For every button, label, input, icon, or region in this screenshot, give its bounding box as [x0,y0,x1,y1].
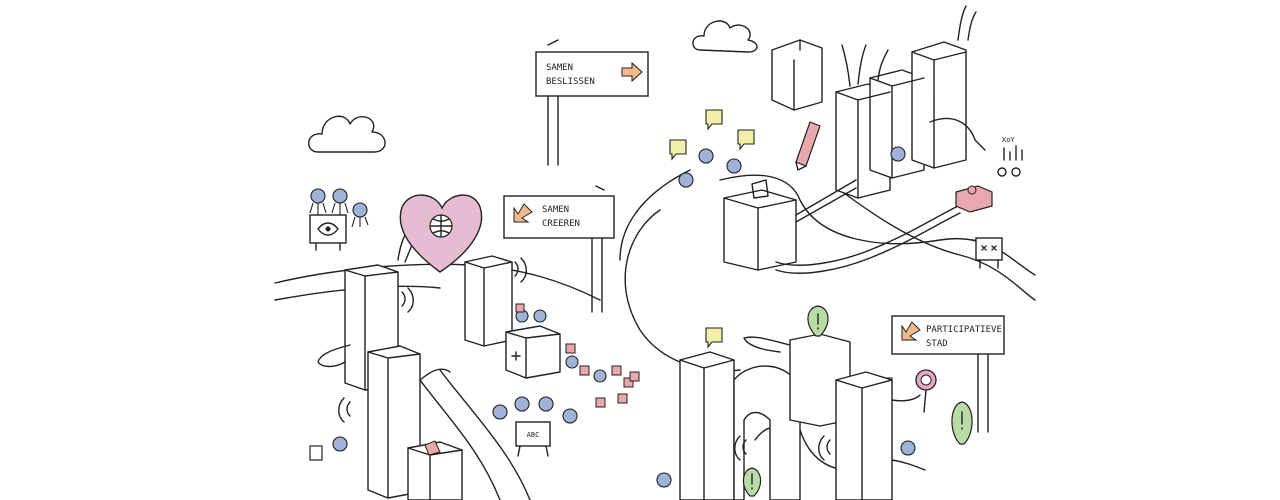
magnifier-icon [915,369,937,413]
abc-board: ABC [515,421,551,457]
surveillance-screen [309,214,347,251]
pipe-network [775,204,961,274]
sign-participatieve-stad: PARTICIPATIEVE STAD [891,315,1005,433]
cube-blocks [515,303,640,408]
location-pin-icon [951,401,973,445]
cloud-icon [692,20,758,53]
sign-line-1: PARTICIPATIEVE [926,325,1002,335]
cloud-icon [308,115,386,153]
building-left-4 [464,255,513,347]
sign-samen-creeren: SAMEN CREEREN [503,185,615,313]
abc-board-label: ABC [527,431,540,439]
arrow-down-left-icon [513,203,533,223]
figure-group-center [332,309,607,452]
building-cluster-top-right [771,39,967,199]
speaker-waves-icon [734,435,831,461]
sign-line-1: SAMEN [546,63,573,73]
ballot-box-icon [723,179,857,271]
building-bottom-right-2 [733,365,801,500]
raised-hands [841,5,986,151]
location-pin-icon [742,467,762,497]
pencil-icon [795,121,821,171]
figure-group-top-left [309,188,369,228]
arrow-right-icon [621,61,643,83]
sign-line-2: STAD [926,339,948,349]
location-pin-icon [807,305,829,337]
hand-right [743,336,926,471]
sign-line-2: BESLISSEN [546,77,595,87]
monitor-screen [975,237,1003,269]
eye-icon [317,222,339,236]
button-device [955,185,993,213]
chart-label: XoY [1002,136,1015,144]
building-left-3 [407,440,463,500]
sign-line-2: CREEREN [542,219,580,229]
building-bottom-right-1 [679,351,735,500]
arrow-down-left-icon [901,321,921,341]
sign-samen-beslissen: SAMEN BESLISSEN [535,39,649,166]
speaker-waves-icon [338,257,527,423]
sign-line-1: SAMEN [542,205,569,215]
bar-chart-icon: XoY [997,136,1023,177]
ballot-box-icon [505,325,561,379]
building-bottom-right-3 [789,333,893,500]
phone-figure [309,445,323,461]
heart-globe-icon [399,194,483,273]
